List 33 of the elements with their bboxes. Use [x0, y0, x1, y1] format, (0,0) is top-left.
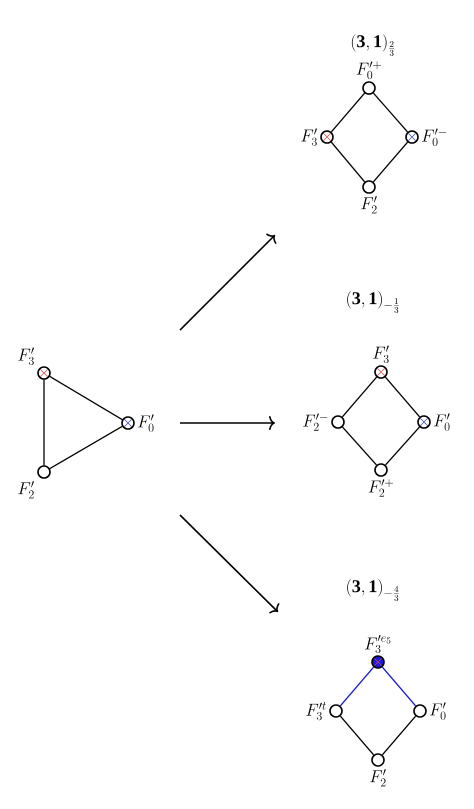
edge-line [50, 376, 122, 420]
edge-line [342, 426, 377, 466]
edge-line [340, 666, 374, 706]
edge-line [330, 92, 366, 132]
edge-line [372, 92, 408, 132]
edge-line [330, 142, 366, 182]
edge-line [50, 426, 122, 470]
node-label: $F'_0$ [138, 414, 154, 432]
node-label: $F'^{+}_0$ [356, 61, 381, 80]
node-label: $F'_0$ [434, 413, 450, 431]
edge-line [385, 426, 420, 466]
heading-label: $(\mathbf{3},\mathbf{1})_{\frac{2}{3}}$ [352, 34, 394, 56]
node-label: $F'^{t}_3$ [306, 702, 326, 720]
edge-line [342, 376, 378, 418]
node-label: $F'_2$ [370, 769, 386, 786]
node-label: $F'_3$ [373, 346, 389, 364]
heading-label: $(\mathbf{3},\mathbf{1})_{-\frac{4}{3}}$ [347, 579, 399, 602]
node-label: $F'_2$ [18, 481, 34, 498]
node-label: $F'^{-}_2$ [303, 414, 328, 431]
node-label: $F'_3$ [301, 128, 317, 146]
node-label: $F'^{-}_0$ [422, 128, 446, 146]
node-label: $F'_2$ [361, 196, 377, 214]
edge-line [372, 142, 408, 182]
node-label: $F'_0$ [430, 702, 446, 720]
node-label: $F'_3$ [18, 348, 34, 366]
edge-line [340, 716, 374, 756]
edge-line [43, 380, 45, 466]
heading-label: $(\mathbf{3},\mathbf{1})_{-\frac{1}{3}}$ [347, 291, 399, 314]
edge-line [384, 376, 420, 418]
node-label: $F'^{e_5}_3$ [364, 634, 390, 654]
edge-line [382, 716, 416, 756]
node-label: $F'^{+}_2$ [368, 479, 393, 497]
edge-line [382, 666, 416, 706]
